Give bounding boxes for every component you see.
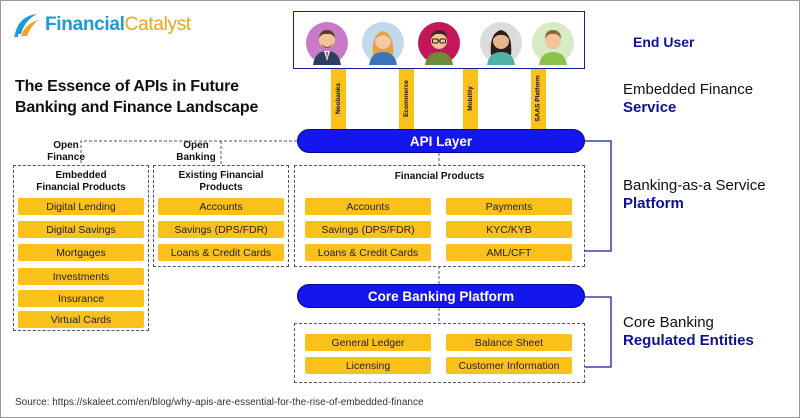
- open-banking-label: Open Banking: [171, 140, 221, 164]
- baas-label-line-2: Platform: [623, 195, 684, 212]
- channel-label: Ecommerce: [403, 79, 411, 117]
- financial-products-title: Financial Products: [394, 171, 485, 182]
- avatar-businessman-icon: [306, 22, 348, 65]
- chip-fp-loans: Loans & Credit Cards: [305, 244, 431, 261]
- core-label-line-1: Core Banking: [623, 314, 714, 331]
- embedded-financial-products-box: Embedded Financial Products Digital Lend…: [13, 165, 149, 331]
- channel-bar-saas-platform: SAAS Platform: [531, 67, 546, 129]
- open-finance-line-1: Open: [53, 140, 79, 151]
- api-layer-pill: API Layer: [297, 129, 585, 153]
- chip-fp-kyc: KYC/KYB: [446, 221, 572, 238]
- chip-existing-loans: Loans & Credit Cards: [158, 244, 284, 261]
- avatar-woman-dark-hair-icon: [480, 22, 522, 65]
- diagram-title: The Essence of APIs in Future Banking an…: [15, 76, 285, 118]
- source-citation: Source: https://skaleet.com/en/blog/why-…: [15, 397, 424, 408]
- chip-balance-sheet: Balance Sheet: [446, 334, 572, 351]
- baas-label-line-1: Banking-as-a Service: [623, 177, 766, 194]
- existing-title-line-1: Existing Financial: [178, 170, 264, 181]
- financial-products-box: Financial Products Accounts Savings (DPS…: [294, 165, 585, 267]
- chip-digital-lending: Digital Lending: [18, 198, 144, 215]
- title-line-2: Banking and Finance Landscape: [15, 99, 259, 116]
- open-banking-line-2: Banking: [176, 152, 216, 163]
- chip-existing-accounts: Accounts: [158, 198, 284, 215]
- chip-fp-payments: Payments: [446, 198, 572, 215]
- logo-text-catalyst: Catalyst: [124, 14, 192, 35]
- existing-title-line-2: Products: [199, 182, 243, 193]
- chip-investments: Investments: [18, 268, 144, 285]
- embedded-title-line-1: Embedded: [55, 170, 107, 181]
- existing-financial-products-box: Existing Financial Products Accounts Sav…: [153, 165, 289, 267]
- channel-bar-neobanks: Neobanks: [331, 67, 346, 129]
- chip-insurance: Insurance: [18, 290, 144, 307]
- chip-digital-savings: Digital Savings: [18, 221, 144, 238]
- avatar-man-glasses-icon: [418, 22, 460, 65]
- channel-label: Neobanks: [335, 82, 343, 114]
- chip-customer-information: Customer Information: [446, 357, 572, 374]
- core-entities-box: General Ledger Licensing Balance Sheet C…: [294, 323, 585, 383]
- chip-virtual-cards: Virtual Cards: [18, 311, 144, 328]
- logo-text-financial: Financial: [45, 14, 125, 35]
- core-banking-platform-pill: Core Banking Platform: [297, 284, 585, 308]
- channel-bar-mobility: Mobility: [463, 67, 478, 129]
- logo-mark-icon: [14, 14, 38, 37]
- embedded-title-line-2: Financial Products: [36, 182, 126, 193]
- open-banking-line-1: Open: [183, 140, 209, 151]
- chip-general-ledger: General Ledger: [305, 334, 431, 351]
- chip-fp-aml: AML/CFT: [446, 244, 572, 261]
- core-label-line-2: Regulated Entities: [623, 332, 754, 349]
- baas-platform-label: Banking-as-a Service Platform: [623, 177, 766, 213]
- end-user-label: End User: [633, 34, 695, 50]
- chip-existing-savings: Savings (DPS/FDR): [158, 221, 284, 238]
- channel-label: SAAS Platform: [535, 74, 543, 122]
- embedded-products-title: Embedded Financial Products: [14, 170, 148, 194]
- avatar-man-light-hair-icon: [532, 22, 574, 65]
- existing-products-title: Existing Financial Products: [154, 170, 288, 194]
- open-finance-line-2: Finance: [47, 152, 85, 163]
- chip-fp-accounts: Accounts: [305, 198, 431, 215]
- open-finance-label: Open Finance: [41, 140, 91, 164]
- embedded-label-line-1: Embedded Finance: [623, 81, 754, 98]
- core-banking-entities-label: Core Banking Regulated Entities: [623, 314, 754, 350]
- embedded-label-line-2: Service: [623, 99, 677, 116]
- embedded-finance-service-label: Embedded Finance Service: [623, 81, 753, 117]
- channel-bar-ecommerce: Ecommerce: [399, 67, 414, 129]
- financial-catalyst-logo: FinancialCatalyst: [11, 9, 211, 41]
- chip-licensing: Licensing: [305, 357, 431, 374]
- avatar-woman-blonde-icon: [362, 22, 404, 65]
- chip-mortgages: Mortgages: [18, 244, 144, 261]
- title-line-1: The Essence of APIs in Future: [15, 78, 239, 95]
- chip-fp-savings: Savings (DPS/FDR): [305, 221, 431, 238]
- channel-label: Mobility: [467, 85, 474, 111]
